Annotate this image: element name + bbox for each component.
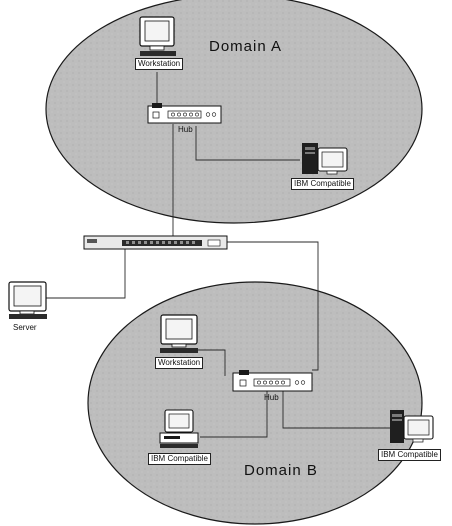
hub-a <box>147 103 222 124</box>
ibm-compatible-b-left-label: IBM Compatible <box>148 453 211 465</box>
workstation-b-label: Workstation <box>155 357 204 369</box>
workstation-a <box>139 16 176 56</box>
interconnect-switch <box>83 235 228 250</box>
server-label: Server <box>13 323 37 332</box>
workstation-a-label: Workstation <box>135 58 184 70</box>
domain-a-ellipse <box>45 0 423 224</box>
hub-b-label: Hub <box>264 393 279 402</box>
ibm-compatible-b-left <box>159 409 199 448</box>
ibm-compatible-b-right <box>390 410 434 443</box>
domain-b-title: Domain B <box>244 462 318 479</box>
server <box>8 281 47 319</box>
ibm-compatible-a <box>302 143 348 175</box>
hub-a-label: Hub <box>178 125 193 134</box>
domain-a-title: Domain A <box>209 38 283 55</box>
domain-b-ellipse <box>87 281 423 525</box>
workstation-b <box>160 314 198 353</box>
ibm-compatible-b-right-label: IBM Compatible <box>378 449 441 461</box>
hub-b <box>232 370 313 392</box>
ibm-compatible-a-label: IBM Compatible <box>291 178 354 190</box>
